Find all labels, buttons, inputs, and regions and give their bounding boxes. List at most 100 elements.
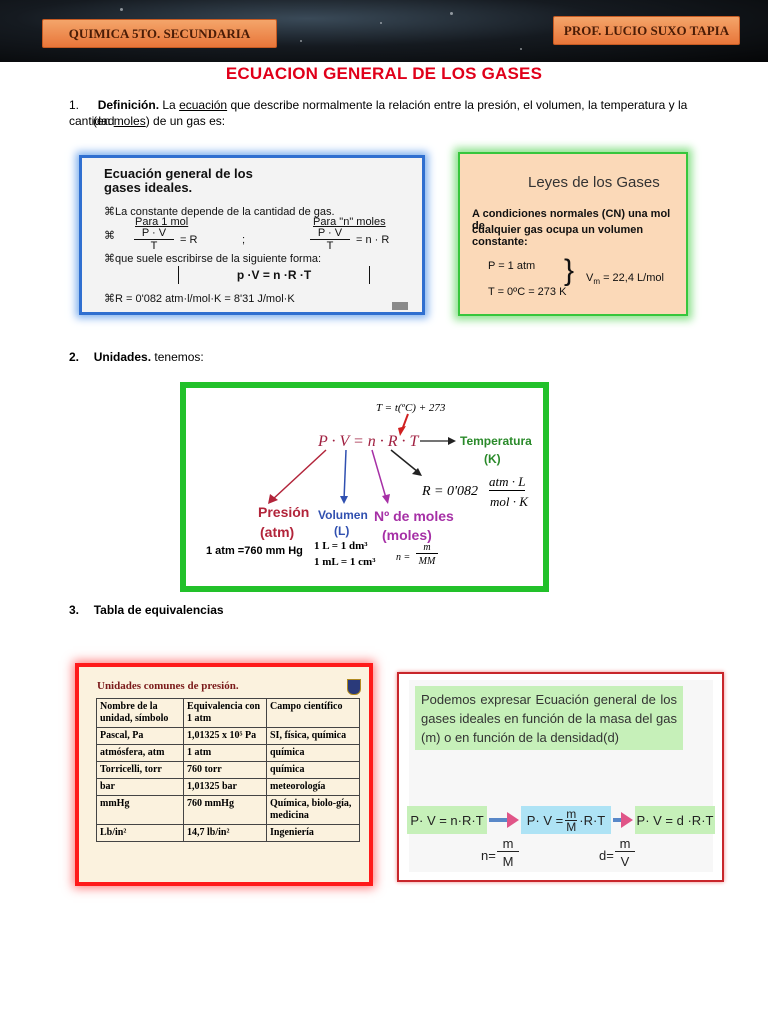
equation-density: P· V = d ·R·T <box>635 806 715 834</box>
table-cell: Torricelli, torr <box>96 761 184 779</box>
pressure-units-table: Nombre de la unidad, símbolo Equivalenci… <box>96 698 360 842</box>
table-cell: química <box>266 744 360 762</box>
moles-unit: (moles) <box>382 527 432 543</box>
liter-equivalence: 1 L = 1 dm³ <box>314 540 368 552</box>
card-title: gases ideales. <box>104 180 193 195</box>
table-header-cell: Campo científico <box>266 698 360 728</box>
general-equation-card: Ecuación general de los gases ideales. ⌘… <box>82 158 422 312</box>
eq1-rhs: = R <box>180 234 198 246</box>
text: ·R·T <box>579 812 606 828</box>
table-cell: 1 atm <box>183 744 267 762</box>
table-cell: 760 mmHg <box>183 795 267 825</box>
moles-link[interactable]: moles <box>113 114 146 128</box>
moles-label: Nº de moles <box>374 508 454 524</box>
decor-spark <box>120 8 123 11</box>
gas-laws-card: Leyes de los Gases A condiciones normale… <box>460 154 686 314</box>
eq2-rhs: = n · R <box>356 234 390 246</box>
t-formula: T = t(ºC) + 273 <box>376 402 446 414</box>
r-denominator: mol · K <box>490 494 528 509</box>
table-cell: mmHg <box>96 795 184 825</box>
section-number: 2. <box>69 350 80 364</box>
teacher-label: PROF. LUCIO SUXO TAPIA <box>553 16 740 45</box>
atm-label: (atm) <box>260 524 295 540</box>
section-1-text-line2: (en moles) de un gas es: <box>93 113 693 129</box>
pressure-units-table-card: Unidades comunes de presión. Nombre de l… <box>79 667 369 882</box>
ecuacion-link[interactable]: ecuación <box>179 98 228 112</box>
section-number: 3. <box>69 603 80 617</box>
n-numerator: m <box>497 836 519 852</box>
atm-equivalence: 1 atm =760 mm Hg <box>206 545 303 557</box>
eq2-numerator: P · V <box>310 227 350 240</box>
section-1-text: 1. Definición. La ecuación que describe … <box>69 97 729 129</box>
decor-spark <box>300 40 302 42</box>
card-inner: Podemos expresar Ecuación general de los… <box>407 680 715 872</box>
section-number: 1. <box>69 98 80 112</box>
molar-volume: Vm = 22,4 L/mol <box>586 272 664 286</box>
text: = 22,4 L/mol <box>600 272 664 284</box>
table-cell: bar <box>96 778 184 796</box>
eq2-denominator: T <box>326 240 334 252</box>
table-cell: Lb/in² <box>96 824 184 842</box>
table-header-row: Nombre de la unidad, símbolo Equivalenci… <box>96 698 360 728</box>
card-text: cualquier gas ocupa un volumen constante… <box>472 224 644 248</box>
table-title: Unidades comunes de presión. <box>97 680 239 692</box>
table-row: Torricelli, torr 760 torr química <box>96 761 360 779</box>
decor-block <box>392 302 408 310</box>
bullet-text: ⌘que suele escribirse de la siguiente fo… <box>104 253 322 265</box>
bullet-text: ⌘La constante depende de la cantidad de … <box>104 206 335 218</box>
text: P· V = <box>526 812 564 828</box>
table-cell: 14,7 lb/in² <box>183 824 267 842</box>
card-text: A condiciones normales (CN) una mol de <box>472 208 671 232</box>
d-numerator: m <box>615 836 635 852</box>
ml-equivalence: 1 mL = 1 cm³ <box>314 556 376 568</box>
n-equation: n = <box>396 552 411 563</box>
bullet-text: ⌘R = 0'082 atm·l/mol·K = 8'31 J/mol·K <box>104 293 295 305</box>
presion-label: Presión <box>258 504 310 520</box>
equation-n: P· V = n·R·T <box>407 806 487 834</box>
text: que describe normalmente la relación ent… <box>69 98 688 128</box>
text: M <box>566 819 577 834</box>
temperatura-label: Temperatura <box>460 434 532 448</box>
text: m <box>565 806 578 821</box>
table-cell: atmósfera, atm <box>96 744 184 762</box>
shield-icon <box>347 679 361 695</box>
arrow-shaft <box>613 818 623 822</box>
table-cell: 760 torr <box>183 761 267 779</box>
label-1-mol: Para 1 mol <box>135 216 189 228</box>
volumen-label: Volumen <box>318 508 368 522</box>
label-n-moles: Para "n" moles <box>313 216 386 228</box>
liter-label: (L) <box>334 524 350 538</box>
table-cell: química <box>266 761 360 779</box>
mass-fraction: m M <box>565 806 578 834</box>
decor-spark <box>520 48 522 50</box>
text: La constante depende de la cantidad de g… <box>115 206 335 218</box>
section-3-text: 3. Tabla de equivalencias <box>69 602 224 618</box>
arrow-right-icon <box>507 812 519 828</box>
section-heading: Unidades. <box>93 350 152 364</box>
text: ) de un gas es: <box>145 114 226 128</box>
diagram-arrows <box>268 413 456 504</box>
pressure-value: P = 1 atm <box>488 260 536 272</box>
section-2-text: 2. Unidades. tenemos: <box>69 349 204 365</box>
d-label: d= <box>599 848 614 863</box>
table-row: mmHg 760 mmHg Química, biolo-gía, medici… <box>96 795 360 825</box>
section-heading: Definición. <box>97 98 160 112</box>
section-heading: Tabla de equivalencias <box>93 603 224 617</box>
r-value: R = 0'082 <box>422 484 478 499</box>
card-title: Leyes de los Gases <box>528 174 660 191</box>
subject-label: QUIMICA 5TO. SECUNDARIA <box>42 19 277 48</box>
d-denominator: V <box>620 854 630 869</box>
text: R = 0'082 atm·l/mol·K = 8'31 J/mol·K <box>115 293 295 305</box>
r-numerator: atm · L <box>489 474 526 491</box>
table-cell: 1,01325 x 10⁵ Pa <box>183 727 267 745</box>
table-cell: Química, biolo-gía, medicina <box>266 795 360 825</box>
temperature-value: T = 0ºC = 273 K <box>488 286 567 298</box>
brace-icon: } <box>564 254 575 287</box>
table-cell: Ingeniería <box>266 824 360 842</box>
units-diagram: T = t(ºC) + 273 P · V = n · R · T Temper… <box>186 388 543 586</box>
n-denominator: M <box>502 854 514 869</box>
eq1-denominator: T <box>150 240 158 252</box>
table-cell: meteorología <box>266 778 360 796</box>
kelvin-label: (K) <box>484 452 501 466</box>
table-cell: 1,01325 bar <box>183 778 267 796</box>
